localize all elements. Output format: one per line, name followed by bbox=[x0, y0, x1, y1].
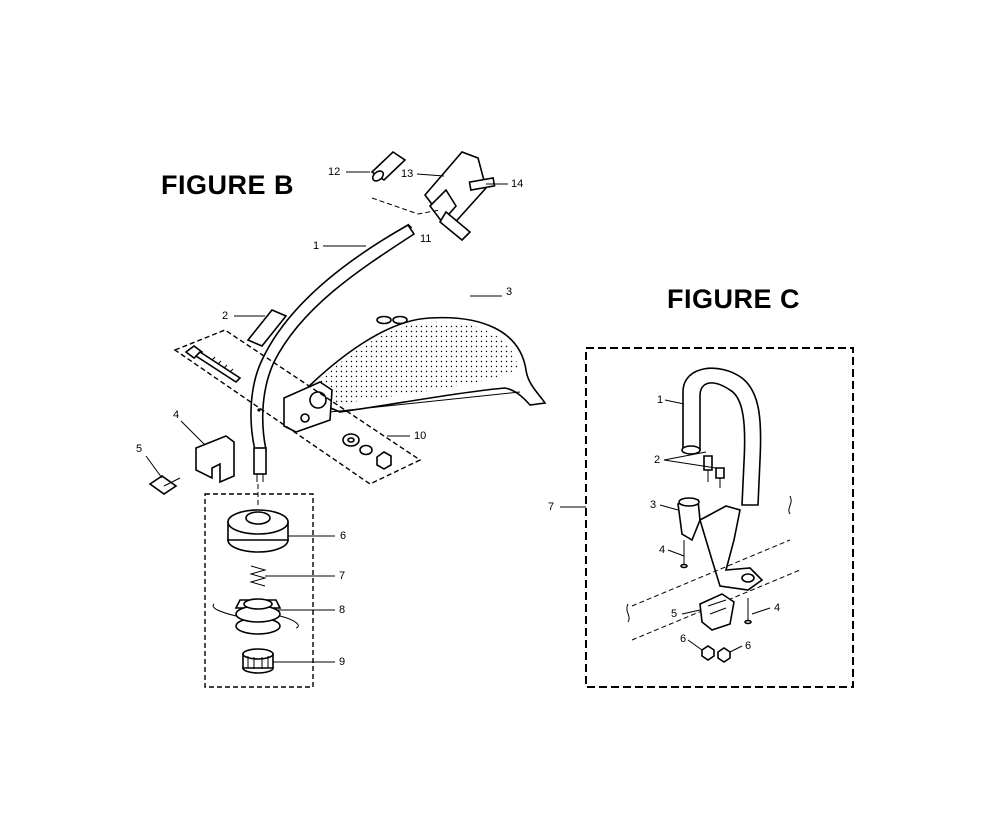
callout-c-4b: 4 bbox=[774, 602, 781, 614]
clamp-nuts bbox=[701, 645, 731, 663]
callout-9: 9 bbox=[339, 656, 346, 668]
handle-screws bbox=[703, 455, 725, 488]
figure-c-leaders bbox=[659, 399, 771, 653]
shaft-guide-line-upper bbox=[631, 539, 791, 607]
callout-c-6a: 6 bbox=[680, 633, 687, 645]
grass-guard bbox=[283, 315, 547, 433]
callout-11: 11 bbox=[420, 233, 432, 245]
callout-c-2: 2 bbox=[654, 454, 661, 466]
assembly-line bbox=[371, 197, 441, 215]
bracket-screw bbox=[148, 475, 181, 495]
callout-12: 12 bbox=[328, 166, 341, 178]
clamp-pins bbox=[680, 540, 752, 625]
callout-8: 8 bbox=[339, 604, 346, 616]
callout-13: 13 bbox=[401, 168, 414, 180]
callout-1: 1 bbox=[313, 240, 320, 252]
clamp-bracket bbox=[699, 593, 735, 631]
figure-c-title: FIGURE C bbox=[667, 284, 801, 314]
hardware-group-outline bbox=[173, 329, 422, 485]
callout-14: 14 bbox=[511, 178, 524, 190]
callout-c-3: 3 bbox=[650, 499, 657, 511]
callout-4: 4 bbox=[173, 409, 180, 421]
figure-c-frame bbox=[585, 347, 854, 688]
callout-6: 6 bbox=[340, 530, 347, 542]
shaft-bracket bbox=[195, 435, 235, 484]
shaft-grip bbox=[246, 309, 288, 347]
callout-7: 7 bbox=[339, 570, 346, 582]
upper-shaft bbox=[423, 151, 496, 242]
spring bbox=[249, 565, 267, 587]
callout-c-7: 7 bbox=[548, 501, 555, 513]
coupler bbox=[370, 150, 407, 182]
lower-shaft bbox=[250, 223, 416, 482]
callout-5: 5 bbox=[136, 443, 143, 455]
bolt bbox=[184, 345, 242, 384]
shaft-break-left bbox=[626, 603, 630, 623]
loop-handle bbox=[681, 367, 762, 506]
shaft-break-right bbox=[788, 495, 792, 515]
callout-c-4a: 4 bbox=[659, 544, 666, 556]
handle-clamp-top bbox=[677, 497, 701, 542]
callout-c-1: 1 bbox=[657, 394, 664, 406]
head-housing bbox=[227, 509, 289, 553]
line-spool bbox=[212, 598, 299, 635]
figure-b-title: FIGURE B bbox=[161, 170, 295, 200]
callout-c-6b: 6 bbox=[745, 640, 752, 652]
washer-nut-set bbox=[342, 433, 392, 470]
handle-clamp-body bbox=[699, 505, 764, 591]
trimmer-head-group-outline bbox=[204, 493, 314, 688]
figure-b-leaders bbox=[145, 171, 508, 663]
callout-2: 2 bbox=[222, 310, 229, 322]
bump-knob bbox=[242, 648, 274, 674]
callout-c-5: 5 bbox=[671, 608, 678, 620]
callout-10: 10 bbox=[414, 430, 427, 442]
callout-3: 3 bbox=[506, 286, 513, 298]
